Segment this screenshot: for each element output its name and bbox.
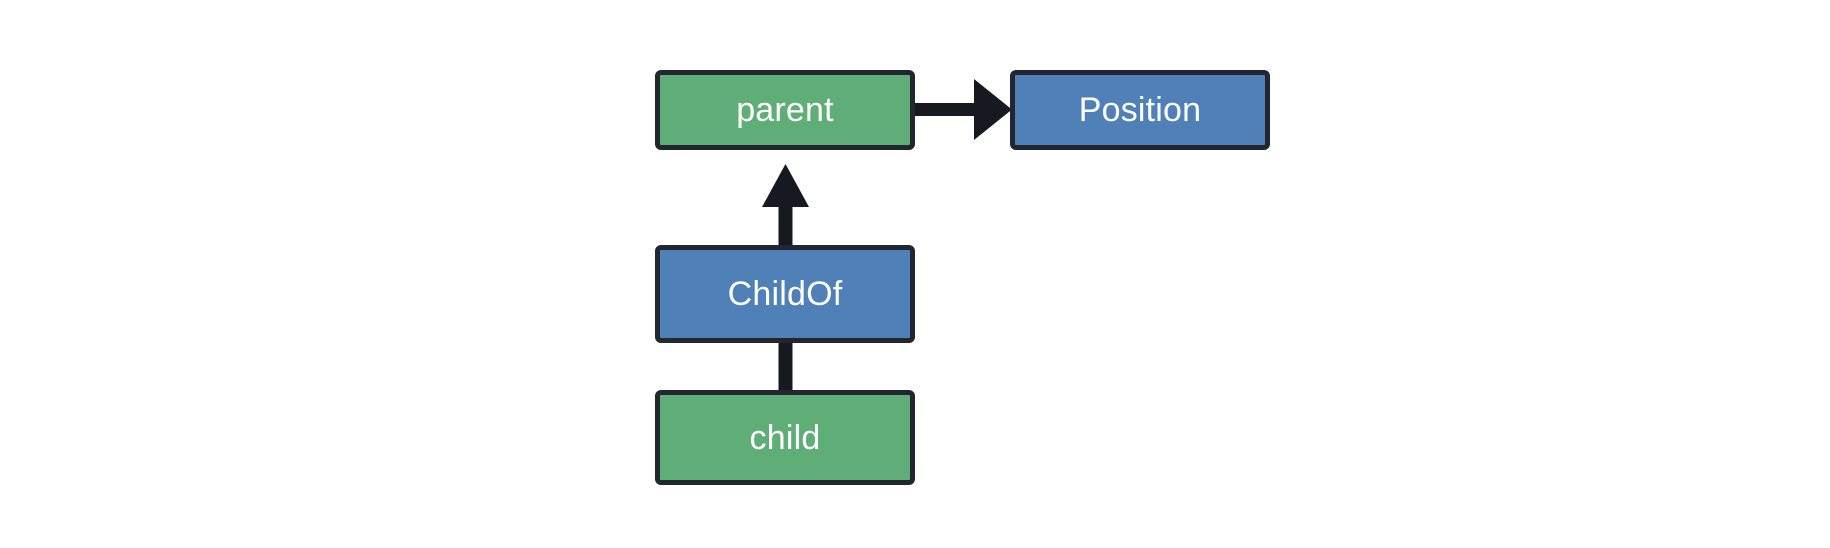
node-parent[interactable]: parent: [655, 70, 915, 150]
edge-childof-to-parent: [762, 164, 809, 248]
edge-child-to-childof: [778, 341, 793, 393]
edge-parent-to-position: [915, 79, 1012, 140]
node-position[interactable]: Position: [1010, 70, 1270, 150]
node-position-label: Position: [1078, 91, 1202, 129]
node-child[interactable]: child: [655, 390, 915, 485]
node-childof-label: ChildOf: [727, 275, 843, 313]
node-child-label: child: [749, 418, 821, 457]
node-childof[interactable]: ChildOf: [655, 245, 915, 343]
node-parent-label: parent: [736, 91, 834, 129]
